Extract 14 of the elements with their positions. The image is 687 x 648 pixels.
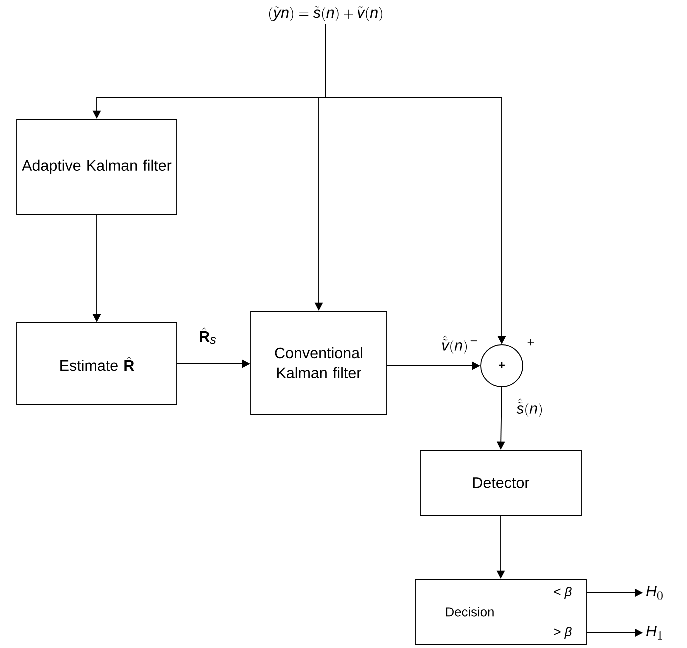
signal-label: $(\tilde{y}n) = \tilde{s}(n) + \tilde{v}(n)$ xyxy=(269,6,383,22)
edge-label: $\hat{\mathbf{R}}_s$ xyxy=(198,326,218,346)
decision-box: Decision $<\text{\itshape β}$ $>\text{\itshape β}$ xyxy=(415,579,587,645)
edge-label: $\hat{\tilde{v}}(n)$ xyxy=(440,334,470,356)
process-box: Adaptive Kalman filter xyxy=(16,119,178,215)
sign-label: + xyxy=(528,339,534,346)
process-box: Detector xyxy=(420,450,582,516)
process-box: $\text{Estimate }\hat{\mathbf{R}}$ xyxy=(16,322,178,406)
signal-label: $H_1$ xyxy=(646,626,662,640)
process-box: Conventional Kalman filter xyxy=(250,311,388,415)
sign-label: − xyxy=(470,340,478,342)
signal-label: $H_0$ xyxy=(646,586,663,600)
edge-label: $\hat{\tilde{s}}(n)$ xyxy=(515,397,545,418)
summing-junction: + xyxy=(480,344,524,388)
